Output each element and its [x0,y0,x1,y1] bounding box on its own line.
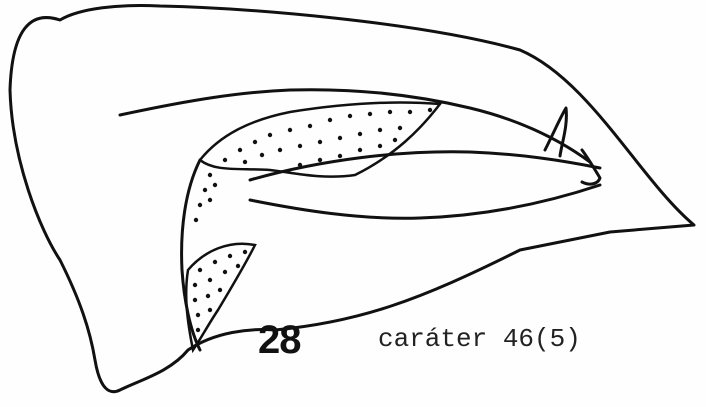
process-arm-bottom [250,185,600,218]
figure-caption: caráter 46(5) [378,324,581,354]
stippled-region-upper [200,102,440,176]
stipple-dots-lower [193,250,247,332]
outer-outline [10,6,694,392]
claw-tip [545,108,566,156]
figure-number: 28 [258,318,301,363]
inner-contour-upper [120,90,590,162]
inner-contour-lower [182,160,200,350]
